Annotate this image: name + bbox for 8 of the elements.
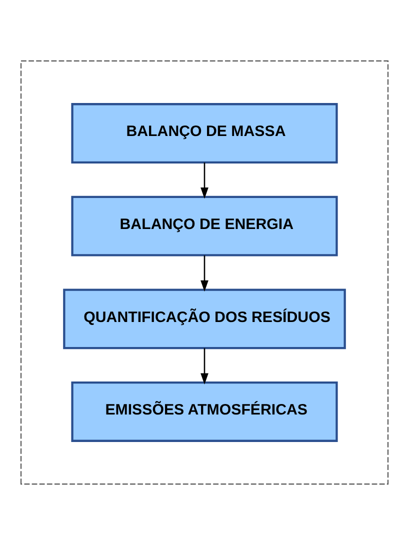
node-box: BALANÇO DE ENERGIA [71, 195, 338, 256]
node-box: BALANÇO DE MASSA [71, 102, 338, 163]
arrow [200, 254, 208, 292]
node-box: QUANTIFICAÇÃO DOS RESÍDUOS [63, 288, 346, 349]
arrow [200, 348, 208, 384]
node-box: EMISSÕES ATMOSFÉRICAS [71, 381, 338, 442]
cluster [20, 60, 389, 484]
arrow [200, 162, 208, 198]
